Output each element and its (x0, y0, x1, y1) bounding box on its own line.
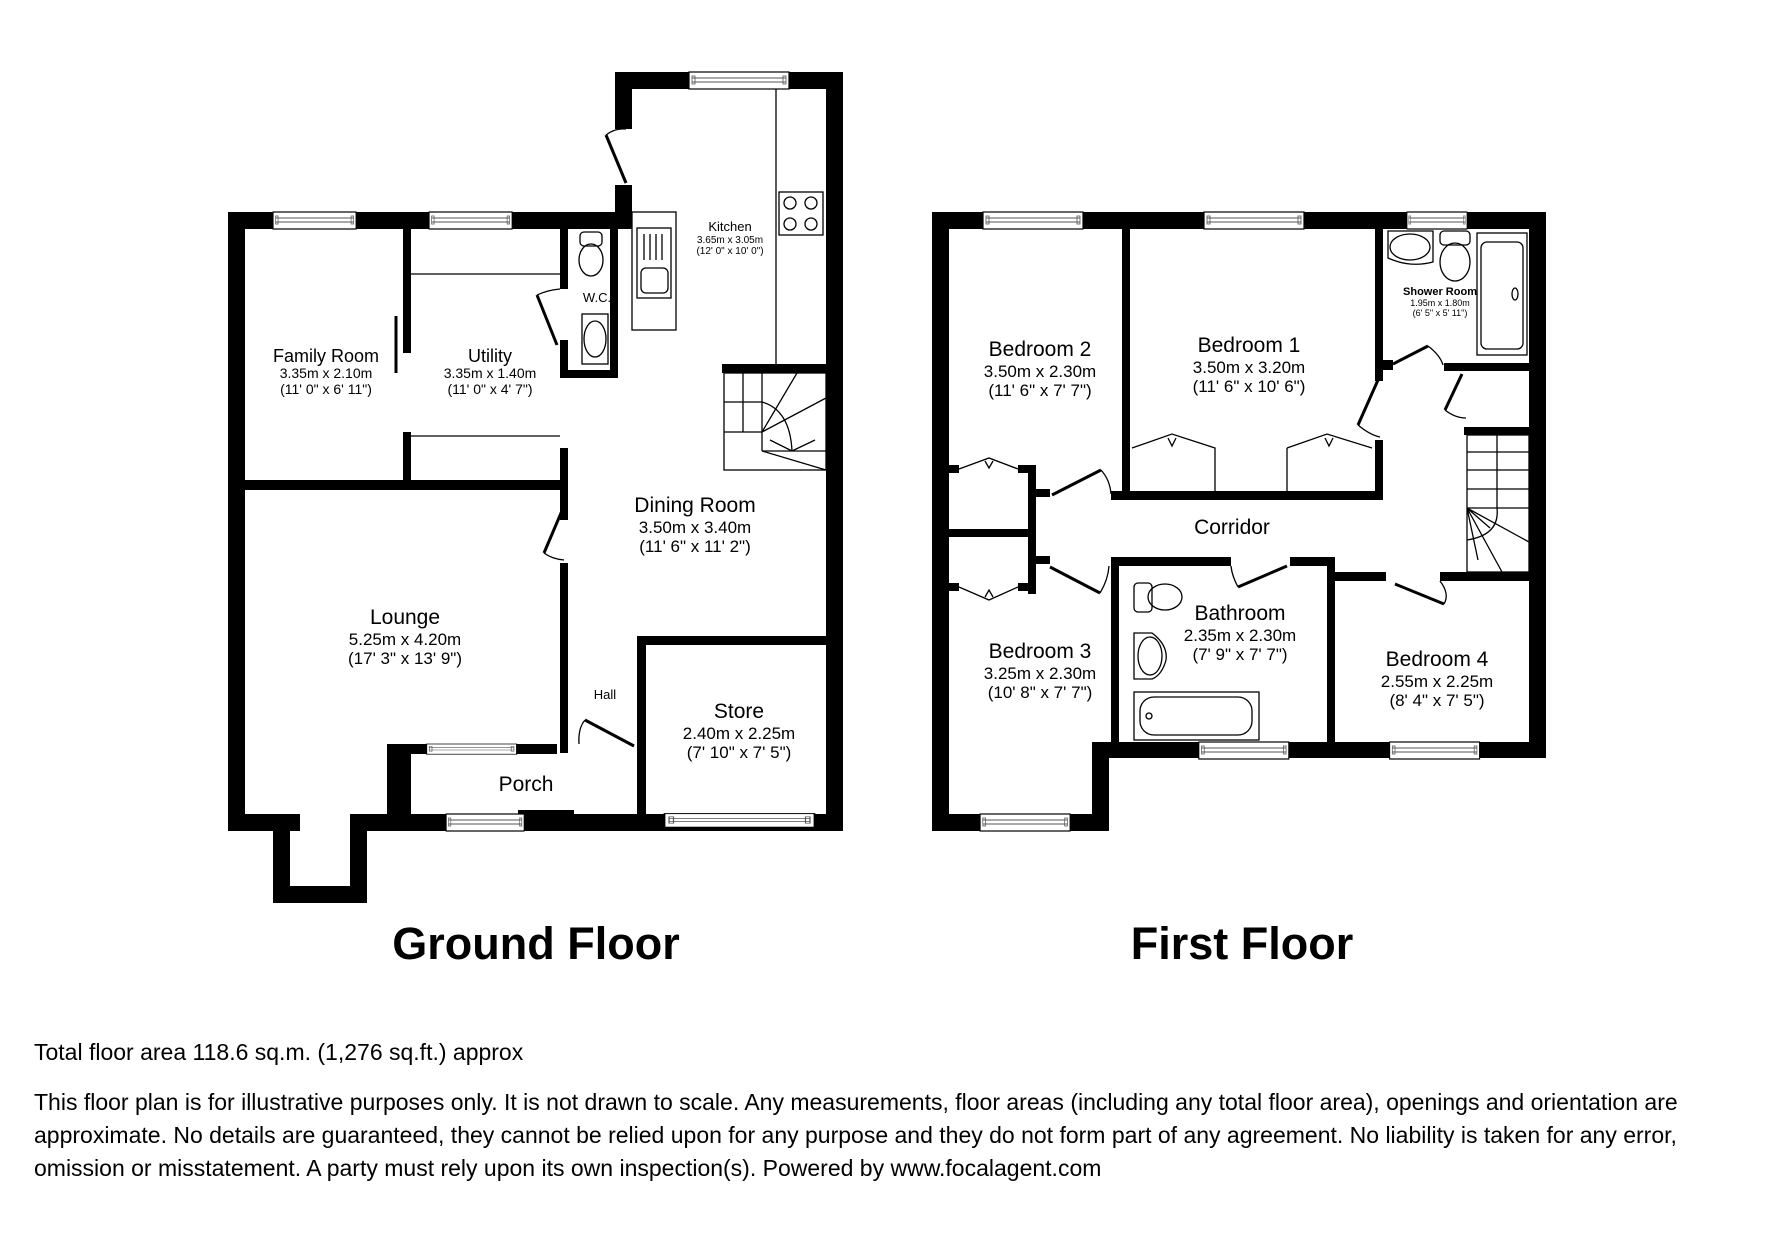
room-imperial: (12' 0" x 10' 0") (696, 245, 764, 257)
room-corridor: Corridor (1194, 516, 1270, 540)
room-kitchen: Kitchen 3.65m x 3.05m (12' 0" x 10' 0") (696, 219, 764, 257)
room-metric: 5.25m x 4.20m (348, 629, 462, 649)
room-imperial: (11' 0" x 4' 7") (447, 380, 533, 397)
room-imperial: (10' 8" x 7' 7") (987, 682, 1093, 702)
room-metric: 3.50m x 3.20m (1192, 357, 1306, 377)
room-name: Shower Room (1403, 286, 1477, 298)
room-family-room: Family Room 3.35m x 2.10m (11' 0" x 6' 1… (273, 346, 379, 398)
room-imperial: (11' 0" x 6' 11") (280, 380, 372, 397)
room-utility: Utility 3.35m x 1.40m (11' 0" x 4' 7") (444, 346, 537, 398)
room-name: Kitchen (708, 219, 752, 234)
room-name: Dining Room (634, 494, 756, 517)
room-lounge: Lounge 5.25m x 4.20m (17' 3" x 13' 9") (348, 606, 462, 668)
room-metric: 3.25m x 2.30m (983, 663, 1097, 683)
room-name: Bedroom 4 (1385, 648, 1489, 671)
room-wc: W.C. (582, 290, 612, 306)
room-name: Lounge (369, 606, 441, 629)
room-name: Hall (593, 687, 617, 702)
room-metric: 2.35m x 2.30m (1183, 625, 1297, 645)
room-metric: 3.35m x 1.40m (443, 365, 537, 382)
room-imperial: (6' 5" x 5' 11") (1412, 308, 1468, 319)
room-metric: 2.40m x 2.25m (682, 723, 796, 743)
room-metric: 3.65m x 3.05m (696, 234, 764, 246)
room-bedroom-3: Bedroom 3 3.25m x 2.30m (10' 8" x 7' 7") (984, 640, 1096, 702)
ground-floor-title: Ground Floor (392, 918, 680, 969)
room-porch: Porch (499, 773, 554, 797)
room-bedroom-1: Bedroom 1 3.50m x 3.20m (11' 6" x 10' 6"… (1193, 334, 1306, 396)
room-name: Corridor (1194, 516, 1270, 539)
room-imperial: (7' 10" x 7' 5") (686, 742, 792, 762)
room-bedroom-4: Bedroom 4 2.55m x 2.25m (8' 4" x 7' 5") (1381, 648, 1493, 710)
room-bathroom: Bathroom 2.35m x 2.30m (7' 9" x 7' 7") (1184, 602, 1296, 664)
room-name: Porch (498, 773, 554, 796)
room-imperial: (11' 6" x 11' 2") (639, 536, 751, 556)
room-dining-room: Dining Room 3.50m x 3.40m (11' 6" x 11' … (634, 494, 755, 556)
room-name: Store (713, 700, 765, 723)
room-name: Bedroom 2 (988, 338, 1092, 361)
room-metric: 1.95m x 1.80m (1410, 298, 1470, 309)
room-name: Family Room (272, 346, 380, 366)
ground-floor-fixtures (272, 71, 827, 832)
room-name: Bedroom 3 (988, 640, 1092, 663)
room-imperial: (8' 4" x 7' 5") (1389, 690, 1485, 710)
room-metric: 3.35m x 2.10m (279, 365, 373, 382)
room-metric: 2.55m x 2.25m (1380, 671, 1494, 691)
first-floor-title: First Floor (1130, 918, 1354, 969)
room-name: Bedroom 1 (1197, 334, 1301, 357)
room-name: W.C. (582, 290, 612, 305)
room-bedroom-2: Bedroom 2 3.50m x 2.30m (11' 6" x 7' 7") (984, 338, 1096, 400)
room-imperial: (11' 6" x 7' 7") (988, 380, 1092, 400)
room-metric: 3.50m x 3.40m (638, 517, 752, 537)
first-floor-fixtures (958, 211, 1530, 832)
room-imperial: (7' 9" x 7' 7") (1192, 644, 1288, 664)
disclaimer-text: This floor plan is for illustrative purp… (34, 1089, 1678, 1181)
room-shower-room: Shower Room 1.95m x 1.80m (6' 5" x 5' 11… (1403, 286, 1477, 318)
room-imperial: (11' 6" x 10' 6") (1192, 376, 1306, 396)
room-name: Bathroom (1194, 602, 1286, 625)
room-imperial: (17' 3" x 13' 9") (347, 648, 463, 668)
total-floor-area: Total floor area 118.6 sq.m. (1,276 sq.f… (34, 1039, 524, 1065)
room-metric: 3.50m x 2.30m (983, 361, 1097, 381)
room-store: Store 2.40m x 2.25m (7' 10" x 7' 5") (683, 700, 795, 762)
room-hall: Hall (593, 687, 617, 703)
room-name: Utility (467, 346, 512, 366)
